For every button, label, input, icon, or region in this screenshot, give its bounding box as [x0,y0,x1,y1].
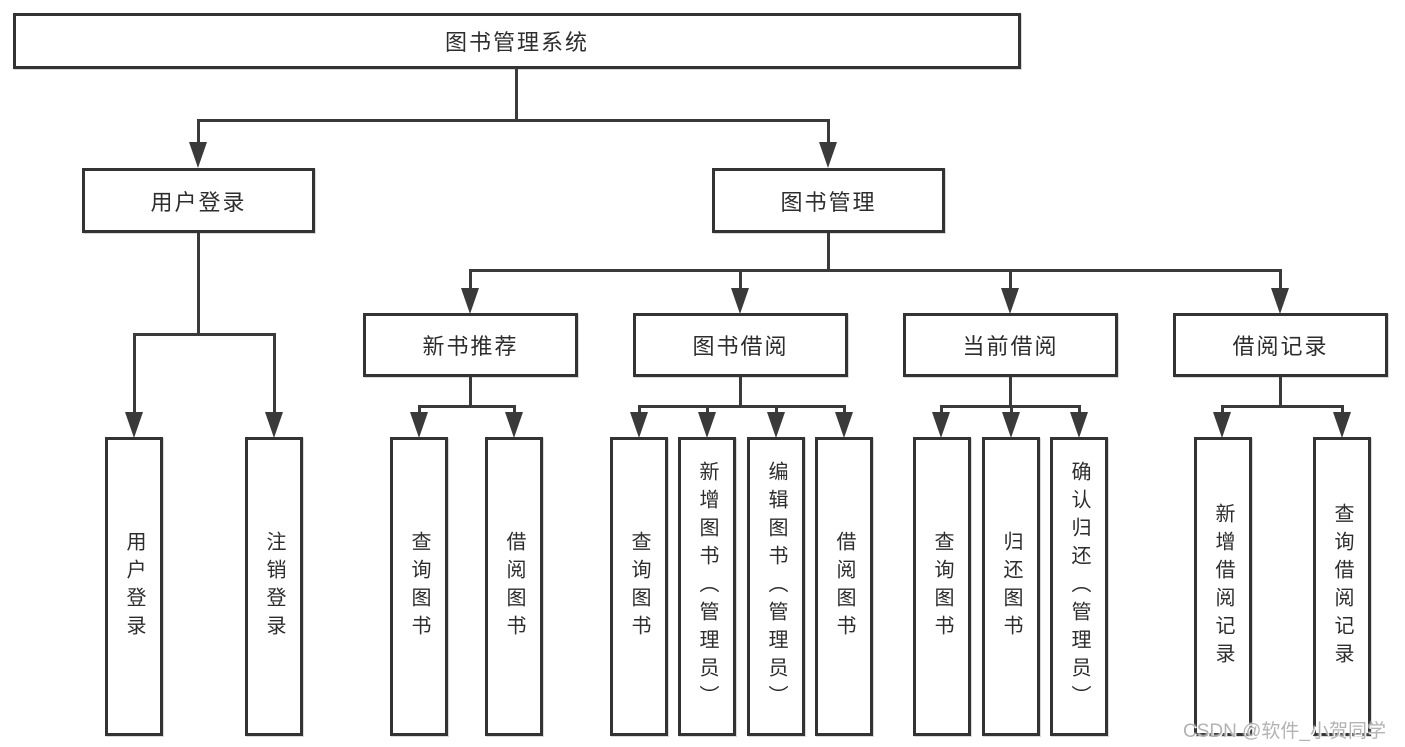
connector-line [418,405,516,408]
leaf-add-borrow-record: 新增借阅记录 [1194,437,1252,736]
connector-line [133,333,276,336]
leaf-query-books-borrowing: 查询图书 [610,437,668,736]
connector-arrow-icon [1001,288,1019,314]
connector-arrow-icon [1002,412,1020,438]
connector-line [775,405,778,415]
connector-arrow-icon [1070,412,1088,438]
connector-line [1341,405,1344,415]
leaf-user-login: 用户登录 [105,437,163,736]
leaf-logout: 注销登录 [245,437,303,736]
connector-arrow-icon [932,412,950,438]
connector-line [739,269,742,292]
connector-arrow-icon [1333,412,1351,438]
connector-line [1009,269,1012,292]
leaf-edit-book-admin: 编辑图书（管理员） [747,437,805,736]
node-library-management-system: 图书管理系统 [13,13,1021,69]
leaf-query-books-current: 查询图书 [913,437,971,736]
connector-line [197,119,200,149]
connector-line [1009,377,1012,408]
connector-arrow-icon [731,288,749,314]
watermark: CSDN @软件_小贺同学 [1183,721,1386,742]
connector-line [1010,405,1013,415]
leaf-add-book-admin: 新增图书（管理员） [678,437,736,736]
connector-line [469,269,1282,272]
connector-arrow-icon [835,412,853,438]
connector-line [706,405,709,415]
connector-line [273,333,276,415]
connector-line [739,377,742,408]
leaf-borrow-books-borrowing: 借阅图书 [815,437,873,736]
connector-line [843,405,846,415]
connector-arrow-icon [698,412,716,438]
node-book-management: 图书管理 [712,168,945,233]
connector-line [1279,269,1282,292]
connector-line [827,233,830,272]
connector-arrow-icon [410,412,428,438]
node-book-borrowing: 图书借阅 [633,313,848,377]
leaf-query-borrow-record: 查询借阅记录 [1313,437,1371,736]
connector-line [197,233,200,336]
connector-arrow-icon [189,142,207,168]
connector-line [469,377,472,408]
connector-arrow-icon [461,288,479,314]
node-borrowing-records: 借阅记录 [1173,313,1388,377]
connector-arrow-icon [819,142,837,168]
connector-arrow-icon [630,412,648,438]
connector-arrow-icon [125,412,143,438]
leaf-confirm-return-admin: 确认归还（管理员） [1050,437,1108,736]
connector-arrow-icon [1271,288,1289,314]
connector-arrow-icon [767,412,785,438]
leaf-query-books-recommend: 查询图书 [390,437,448,736]
connector-line [638,405,846,408]
node-current-borrowing: 当前借阅 [903,313,1118,377]
connector-line [469,269,472,292]
connector-line [1221,405,1344,408]
connector-arrow-icon [265,412,283,438]
node-user-login: 用户登录 [82,168,315,233]
leaf-return-books: 归还图书 [982,437,1040,736]
connector-line [1078,405,1081,415]
connector-arrow-icon [505,412,523,438]
connector-line [197,119,830,122]
connector-line [1279,377,1282,408]
connector-line [1221,405,1224,415]
node-new-book-recommendation: 新书推荐 [363,313,578,377]
connector-line [513,405,516,415]
connector-line [940,405,943,415]
connector-line [418,405,421,415]
connector-line [133,333,136,415]
connector-line [515,68,518,122]
connector-arrow-icon [1213,412,1231,438]
connector-line [827,119,830,149]
connector-line [638,405,641,415]
leaf-borrow-books-recommend: 借阅图书 [485,437,543,736]
